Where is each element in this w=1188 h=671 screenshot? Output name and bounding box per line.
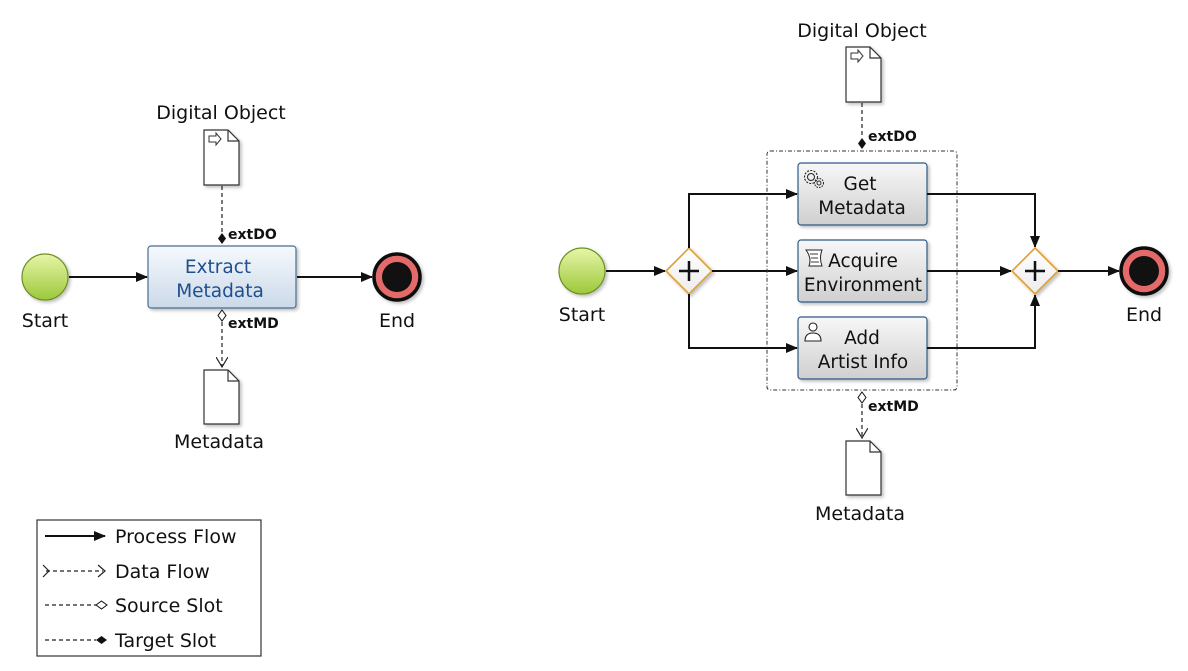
- legend-source-slot-sample: [45, 600, 108, 610]
- plus-icon: [679, 261, 699, 281]
- right-start-event[interactable]: [558, 247, 606, 295]
- legend: Process Flow Data Flow Source Slot Targe…: [36, 519, 262, 657]
- flow-get-metadata-to-join: [927, 193, 1040, 248]
- flow-add-artist-info-to-join: [927, 294, 1040, 349]
- extract-metadata-line1: Extract: [185, 257, 251, 278]
- get-metadata-line2: Metadata: [818, 198, 906, 219]
- acquire-environment-line1: Acquire: [828, 251, 898, 272]
- left-output-object-label: Metadata: [174, 431, 264, 453]
- legend-source-slot-label: Source Slot: [115, 595, 223, 617]
- right-process: Start Get Metadata: [558, 20, 1169, 525]
- script-icon: [805, 249, 823, 267]
- flow-split-to-get-metadata: [688, 189, 798, 248]
- acquire-environment-task[interactable]: Acquire Environment: [797, 239, 928, 303]
- left-process: Start Extract Metadata End Digital Objec…: [21, 102, 422, 453]
- add-artist-info-line1: Add: [844, 328, 880, 349]
- right-end-event[interactable]: [1119, 246, 1169, 296]
- left-output-slot-label: extMD: [228, 316, 279, 332]
- legend-target-slot-sample: [45, 636, 107, 644]
- left-end-event[interactable]: [372, 252, 422, 302]
- right-start-label: Start: [559, 304, 605, 326]
- left-output-data-object[interactable]: [203, 369, 240, 425]
- right-output-slot-label: extMD: [868, 399, 919, 415]
- left-start-label: Start: [22, 310, 68, 332]
- right-input-data-object[interactable]: [845, 46, 882, 103]
- left-start-event[interactable]: [21, 253, 69, 301]
- plus-icon: [1025, 261, 1045, 281]
- parallel-join-gateway[interactable]: [1010, 246, 1060, 296]
- left-input-slot-label: extDO: [228, 227, 277, 243]
- legend-target-slot-label: Target Slot: [114, 630, 216, 652]
- add-artist-info-line2: Artist Info: [818, 352, 908, 373]
- legend-data-flow-label: Data Flow: [115, 561, 210, 583]
- get-metadata-task[interactable]: Get Metadata: [797, 162, 928, 226]
- legend-process-flow-label: Process Flow: [115, 526, 237, 548]
- left-input-data-object[interactable]: [203, 129, 240, 186]
- right-output-object-label: Metadata: [815, 503, 905, 525]
- extract-metadata-task[interactable]: Extract Metadata: [147, 245, 297, 309]
- legend-data-flow-sample: [42, 564, 106, 578]
- user-icon: [804, 322, 822, 342]
- right-input-slot-label: extDO: [868, 129, 917, 145]
- left-target-slot-marker: [218, 233, 226, 244]
- add-artist-info-task[interactable]: Add Artist Info: [797, 316, 928, 380]
- left-end-label: End: [379, 310, 415, 332]
- flow-split-to-add-artist-info: [688, 294, 798, 353]
- get-metadata-line1: Get: [844, 174, 877, 195]
- right-source-slot-marker: [857, 391, 867, 404]
- task-group-boundary: [766, 150, 958, 391]
- extract-metadata-line2: Metadata: [176, 281, 264, 302]
- right-output-data-object[interactable]: [845, 440, 882, 496]
- input-arrow-icon: [208, 131, 222, 147]
- gear-icon: [803, 169, 824, 188]
- right-input-object-label: Digital Object: [797, 20, 927, 42]
- parallel-split-gateway[interactable]: [664, 246, 714, 296]
- left-input-object-label: Digital Object: [156, 102, 286, 124]
- input-arrow-icon: [850, 48, 864, 64]
- left-source-slot-marker: [217, 309, 227, 322]
- legend-box: [36, 519, 262, 657]
- acquire-environment-line2: Environment: [804, 275, 922, 296]
- right-end-label: End: [1126, 304, 1162, 326]
- right-target-slot-marker: [858, 138, 866, 149]
